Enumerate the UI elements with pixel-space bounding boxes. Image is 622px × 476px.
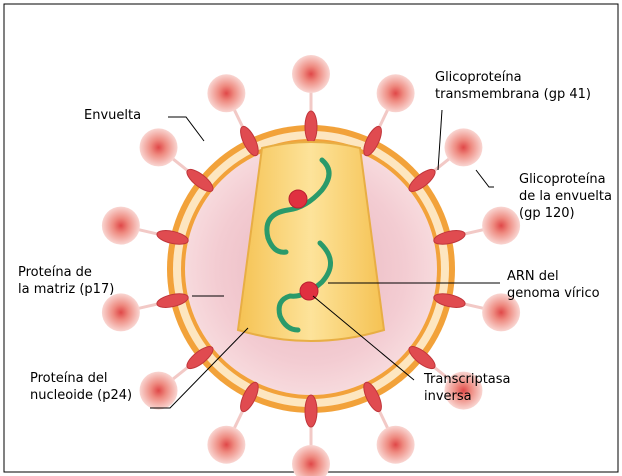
gp120-knob: [444, 128, 482, 166]
gp120-knob: [140, 372, 178, 410]
leader-gp41: [438, 110, 442, 170]
label-gp120-line1: Glicoproteína: [519, 172, 606, 187]
label-rt-line1: Transcriptasa: [423, 372, 511, 387]
gp41-spike: [305, 395, 317, 427]
label-gp41-line1: Glicoproteína: [435, 70, 522, 85]
gp120-knob: [207, 426, 245, 464]
label-envelope: Envuelta: [84, 108, 141, 123]
label-rna-line1: ARN del: [507, 269, 559, 284]
label-gp120-line2: de la envuelta: [519, 189, 612, 204]
gp120-knob: [207, 74, 245, 112]
gp120-knob: [102, 293, 140, 331]
label-gp41-line2: transmembrana (gp 41): [435, 87, 591, 102]
reverse-transcriptase-upper: [289, 190, 307, 208]
label-rna-line2: genoma vírico: [507, 286, 600, 301]
label-nucleoid-line1: Proteína del: [30, 371, 108, 386]
gp120-knob: [377, 426, 415, 464]
leader-gp120: [476, 170, 494, 187]
capsid-nucleoid: [238, 142, 384, 341]
label-gp120-line3: (gp 120): [519, 206, 575, 221]
gp120-knob: [377, 74, 415, 112]
gp41-spike: [305, 111, 317, 143]
label-nucleoid-line2: nucleoide (p24): [30, 388, 132, 403]
label-rt-line2: inversa: [424, 389, 472, 404]
gp120-knob: [102, 207, 140, 245]
gp120-knob: [292, 445, 330, 476]
gp120-knob: [140, 128, 178, 166]
label-matrix-line2: la matriz (p17): [18, 282, 114, 297]
gp120-knob: [482, 207, 520, 245]
label-matrix-line1: Proteína de: [18, 265, 92, 280]
gp120-knob: [292, 55, 330, 93]
